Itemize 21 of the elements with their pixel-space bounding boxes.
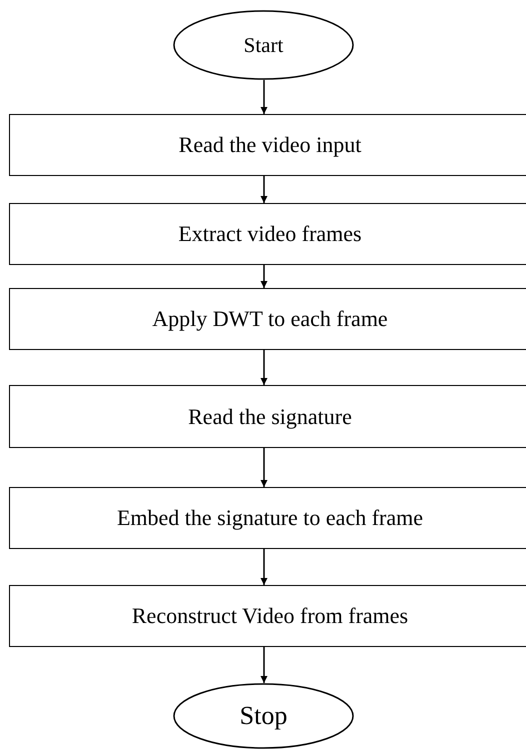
process-box (9, 203, 526, 265)
arrow (260, 176, 268, 203)
arrow (260, 647, 268, 683)
process-box (9, 288, 526, 350)
step-label: Read the video input (178, 132, 362, 158)
process-box (9, 585, 526, 647)
arrow (260, 448, 268, 487)
process-box (9, 114, 526, 176)
step-label: Read the signature (188, 404, 352, 430)
arrow (260, 549, 268, 585)
process-box (9, 385, 526, 448)
step-label: Start (244, 32, 284, 58)
process-box (9, 487, 526, 549)
step-label: Extract video frames (178, 221, 362, 247)
step-label: Embed the signature to each frame (116, 505, 424, 531)
step-label: Apply DWT to each frame (152, 306, 388, 332)
arrow (260, 350, 268, 385)
step-label: Stop (240, 701, 288, 731)
arrow (260, 265, 268, 288)
step-label: Reconstruct Video from frames (132, 603, 408, 629)
arrow (260, 80, 268, 114)
